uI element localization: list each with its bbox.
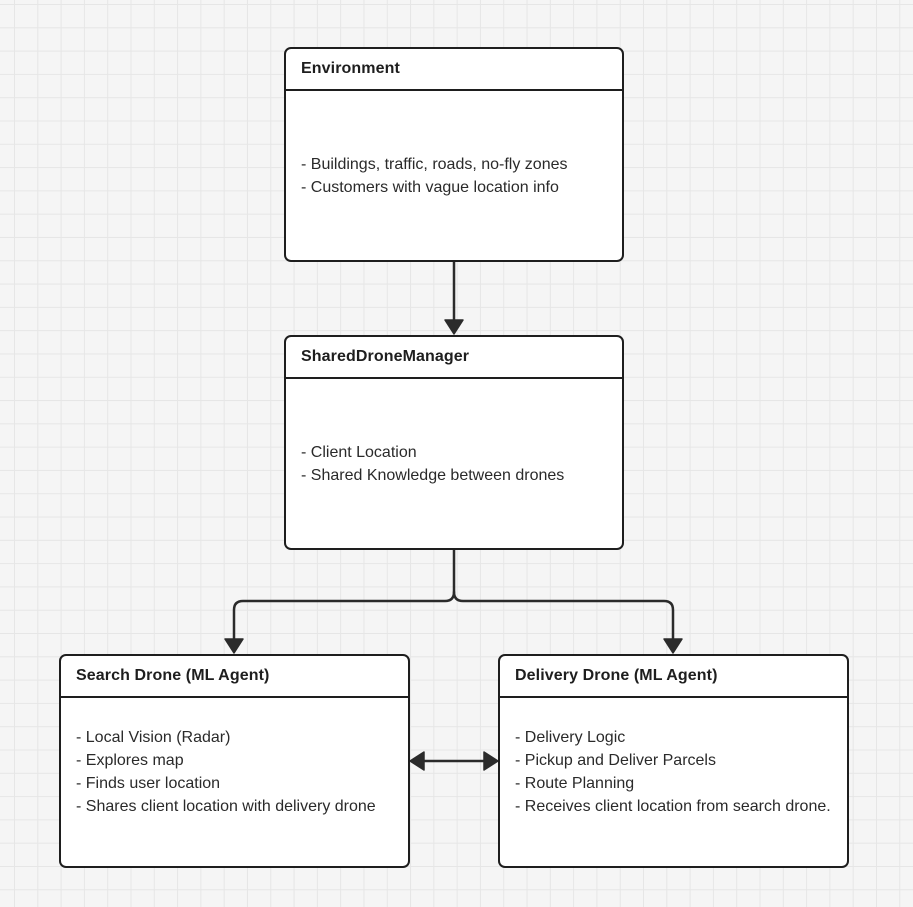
shared-drone-manager-node[interactable]: SharedDroneManager - Client Location - S… (284, 335, 624, 550)
environment-title: Environment (286, 49, 622, 91)
arrow-manager-to-search-drone (232, 548, 456, 643)
search-drone-line-4: - Shares client location with delivery d… (76, 798, 376, 815)
search-drone-line-1: - Local Vision (Radar) (76, 729, 231, 746)
delivery-drone-line-4: - Receives client location from search d… (515, 798, 831, 815)
arrowhead-search-drone (224, 638, 244, 654)
shared-drone-manager-body: - Client Location - Shared Knowledge bet… (286, 379, 622, 548)
arrowhead-right (483, 751, 499, 771)
search-drone-body: - Local Vision (Radar) - Explores map - … (61, 698, 408, 866)
search-drone-title: Search Drone (ML Agent) (61, 656, 408, 698)
arrowhead-manager (444, 319, 464, 335)
arrow-manager-to-delivery-drone (452, 590, 675, 643)
delivery-drone-node[interactable]: Delivery Drone (ML Agent) - Delivery Log… (498, 654, 849, 868)
search-drone-line-2: - Explores map (76, 752, 184, 769)
arrowhead-left (409, 751, 425, 771)
shared-drone-manager-title: SharedDroneManager (286, 337, 622, 379)
delivery-drone-body: - Delivery Logic - Pickup and Deliver Pa… (500, 698, 847, 866)
environment-line-2: - Customers with vague location info (301, 178, 559, 196)
shared-drone-manager-line-1: - Client Location (301, 443, 417, 461)
delivery-drone-title: Delivery Drone (ML Agent) (500, 656, 847, 698)
delivery-drone-line-2: - Pickup and Deliver Parcels (515, 752, 716, 769)
shared-drone-manager-line-2: - Shared Knowledge between drones (301, 466, 565, 484)
delivery-drone-line-3: - Route Planning (515, 775, 635, 792)
delivery-drone-line-1: - Delivery Logic (515, 729, 626, 746)
environment-body: - Buildings, traffic, roads, no-fly zone… (286, 91, 622, 260)
search-drone-line-3: - Finds user location (76, 775, 221, 792)
search-drone-node[interactable]: Search Drone (ML Agent) - Local Vision (… (59, 654, 410, 868)
arrowhead-delivery-drone (663, 638, 683, 654)
environment-node[interactable]: Environment - Buildings, traffic, roads,… (284, 47, 624, 262)
environment-line-1: - Buildings, traffic, roads, no-fly zone… (301, 155, 568, 173)
